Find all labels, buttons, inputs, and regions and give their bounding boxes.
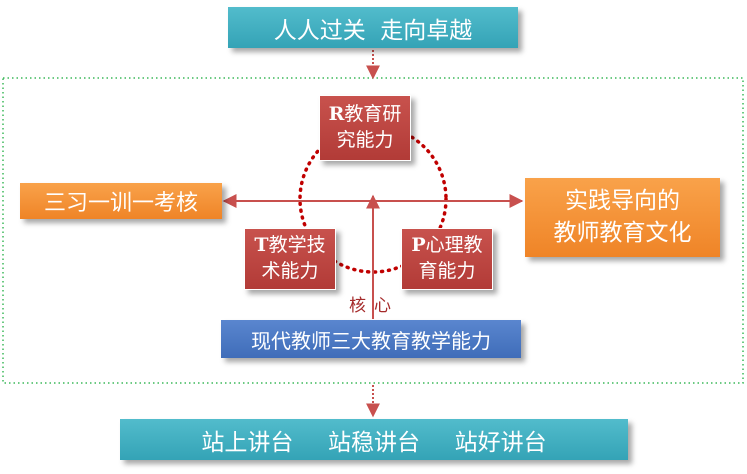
bottom-title-text: 站上讲台 站稳讲台 站好讲台 bbox=[201, 429, 547, 456]
left-label-text: 三习一训一考核 bbox=[43, 191, 198, 216]
ability-t-line1: 教学技 bbox=[268, 234, 326, 257]
ability-p-box: P心理教 育能力 bbox=[401, 228, 493, 290]
right-label-line2: 教师教育文化 bbox=[553, 219, 692, 246]
ability-r-line1: 教育研 bbox=[344, 103, 402, 126]
left-label-box: 三习一训一考核 bbox=[20, 183, 222, 219]
ability-r-line2: 究能力 bbox=[336, 129, 394, 151]
ability-r-letter: R bbox=[328, 103, 345, 126]
ability-t-line2: 术能力 bbox=[261, 260, 319, 282]
ability-r-box: R教育研 究能力 bbox=[319, 95, 411, 161]
right-label-line1: 实践导向的 bbox=[565, 188, 680, 215]
ability-p-line1: 心理教 bbox=[425, 234, 483, 257]
ability-p-letter: P bbox=[411, 234, 426, 257]
core-title-box: 现代教师三大教育教学能力 bbox=[221, 320, 521, 358]
ability-t-letter: T bbox=[254, 234, 269, 257]
ability-t-box: T教学技 术能力 bbox=[244, 228, 336, 290]
top-title-box: 人人过关 走向卓越 bbox=[228, 7, 518, 48]
right-label-box: 实践导向的 教师教育文化 bbox=[525, 178, 720, 257]
core-title-text: 现代教师三大教育教学能力 bbox=[251, 328, 491, 353]
bottom-title-box: 站上讲台 站稳讲台 站好讲台 bbox=[120, 419, 628, 460]
top-title-text: 人人过关 走向卓越 bbox=[273, 17, 473, 44]
ability-p-line2: 育能力 bbox=[418, 260, 476, 282]
core-label: 核心 bbox=[349, 296, 399, 316]
